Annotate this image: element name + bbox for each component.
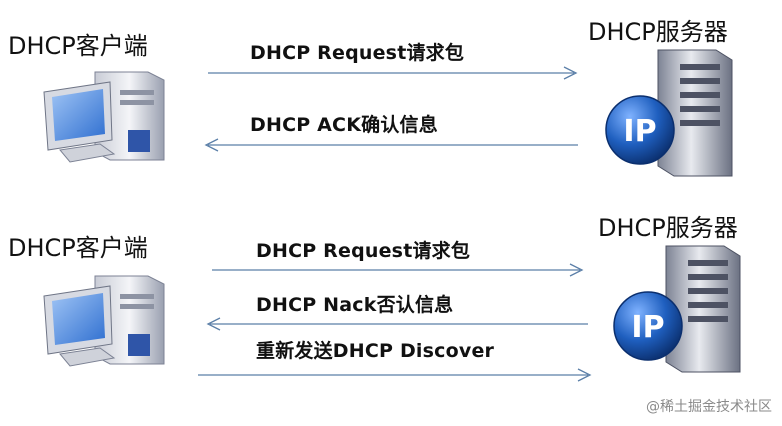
ip-badge-text: IP [623,114,656,149]
server-label-2: DHCP服务器 [598,214,738,242]
client-label-2: DHCP客户端 [8,234,148,262]
arrow-to-client-1 [202,138,578,152]
message-request-1: DHCP Request请求包 [250,42,465,64]
client-computer-icon [40,272,170,376]
arrow-to-server-1 [208,66,580,80]
arrow-to-client-2 [204,317,588,331]
message-ack: DHCP ACK确认信息 [250,114,438,136]
arrow-to-server-3 [198,368,594,382]
ip-badge-text: IP [631,310,664,345]
message-request-2: DHCP Request请求包 [256,240,471,262]
client-computer-icon [40,68,170,172]
arrow-to-server-2 [212,263,586,277]
server-icon: IP [596,44,746,188]
server-icon: IP [604,240,754,384]
message-nack: DHCP Nack否认信息 [256,294,454,316]
client-label-1: DHCP客户端 [8,32,148,60]
server-label-1: DHCP服务器 [588,18,728,46]
watermark: @稀土掘金技术社区 [646,399,772,415]
message-rediscover: 重新发送DHCP Discover [256,340,495,362]
